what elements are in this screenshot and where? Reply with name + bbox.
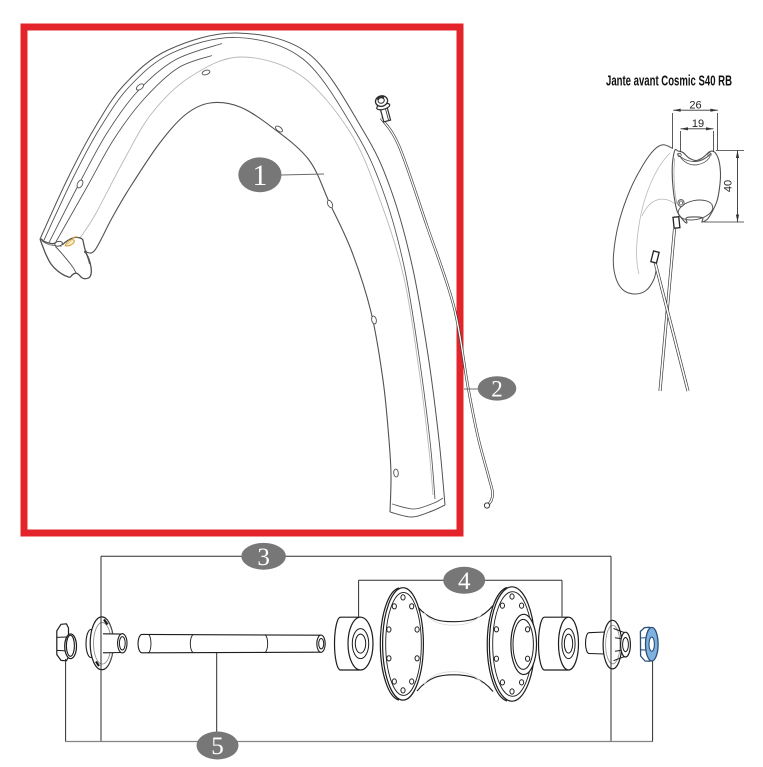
svg-text:2: 2 xyxy=(491,376,503,401)
svg-text:3: 3 xyxy=(257,544,270,571)
svg-text:19: 19 xyxy=(692,118,704,130)
svg-text:4: 4 xyxy=(458,568,471,595)
svg-text:1: 1 xyxy=(252,159,267,192)
svg-text:Jante avant Cosmic S40 RB: Jante avant Cosmic S40 RB xyxy=(606,74,732,90)
svg-text:5: 5 xyxy=(211,733,224,760)
svg-text:26: 26 xyxy=(689,100,701,112)
svg-text:40: 40 xyxy=(723,180,735,192)
